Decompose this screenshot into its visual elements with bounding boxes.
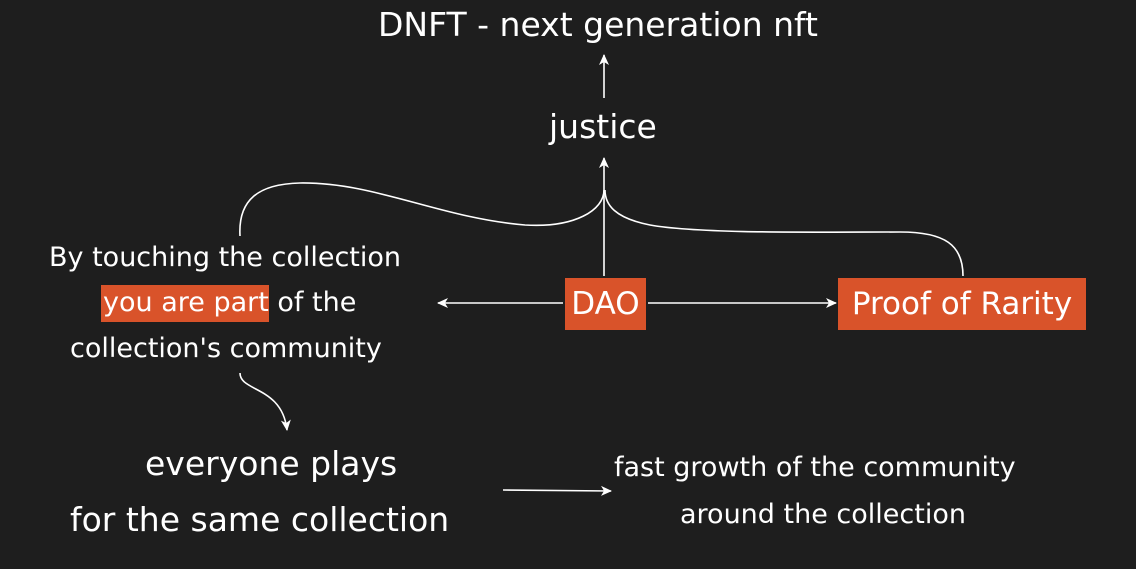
arrow-everyone-to-growth [502, 485, 612, 496]
node-proof-of-rarity: Proof of Rarity [838, 278, 1086, 330]
node-growth-line-1: fast growth of the community [614, 452, 1016, 483]
curve-rarity-to-justice [604, 189, 964, 277]
highlight-you-are-part: you are part [101, 285, 269, 322]
node-everyone-line-2: for the same collection [70, 500, 450, 539]
node-dao: DAO [565, 278, 646, 330]
diagram-title: DNFT - next generation nft [378, 5, 818, 44]
arrow-community-to-everyone [239, 372, 291, 431]
curve-community-to-justice [239, 182, 605, 237]
node-justice: justice [549, 107, 657, 146]
touching-line-2-rest: of the [268, 287, 357, 318]
node-everyone-line-1: everyone plays [145, 444, 398, 483]
node-touching-line-1: By touching the collection [49, 242, 402, 273]
node-touching-line-2: you are part of the [101, 285, 356, 322]
node-growth-line-2: around the collection [680, 499, 966, 530]
node-touching-line-3: collection's community [70, 333, 382, 364]
